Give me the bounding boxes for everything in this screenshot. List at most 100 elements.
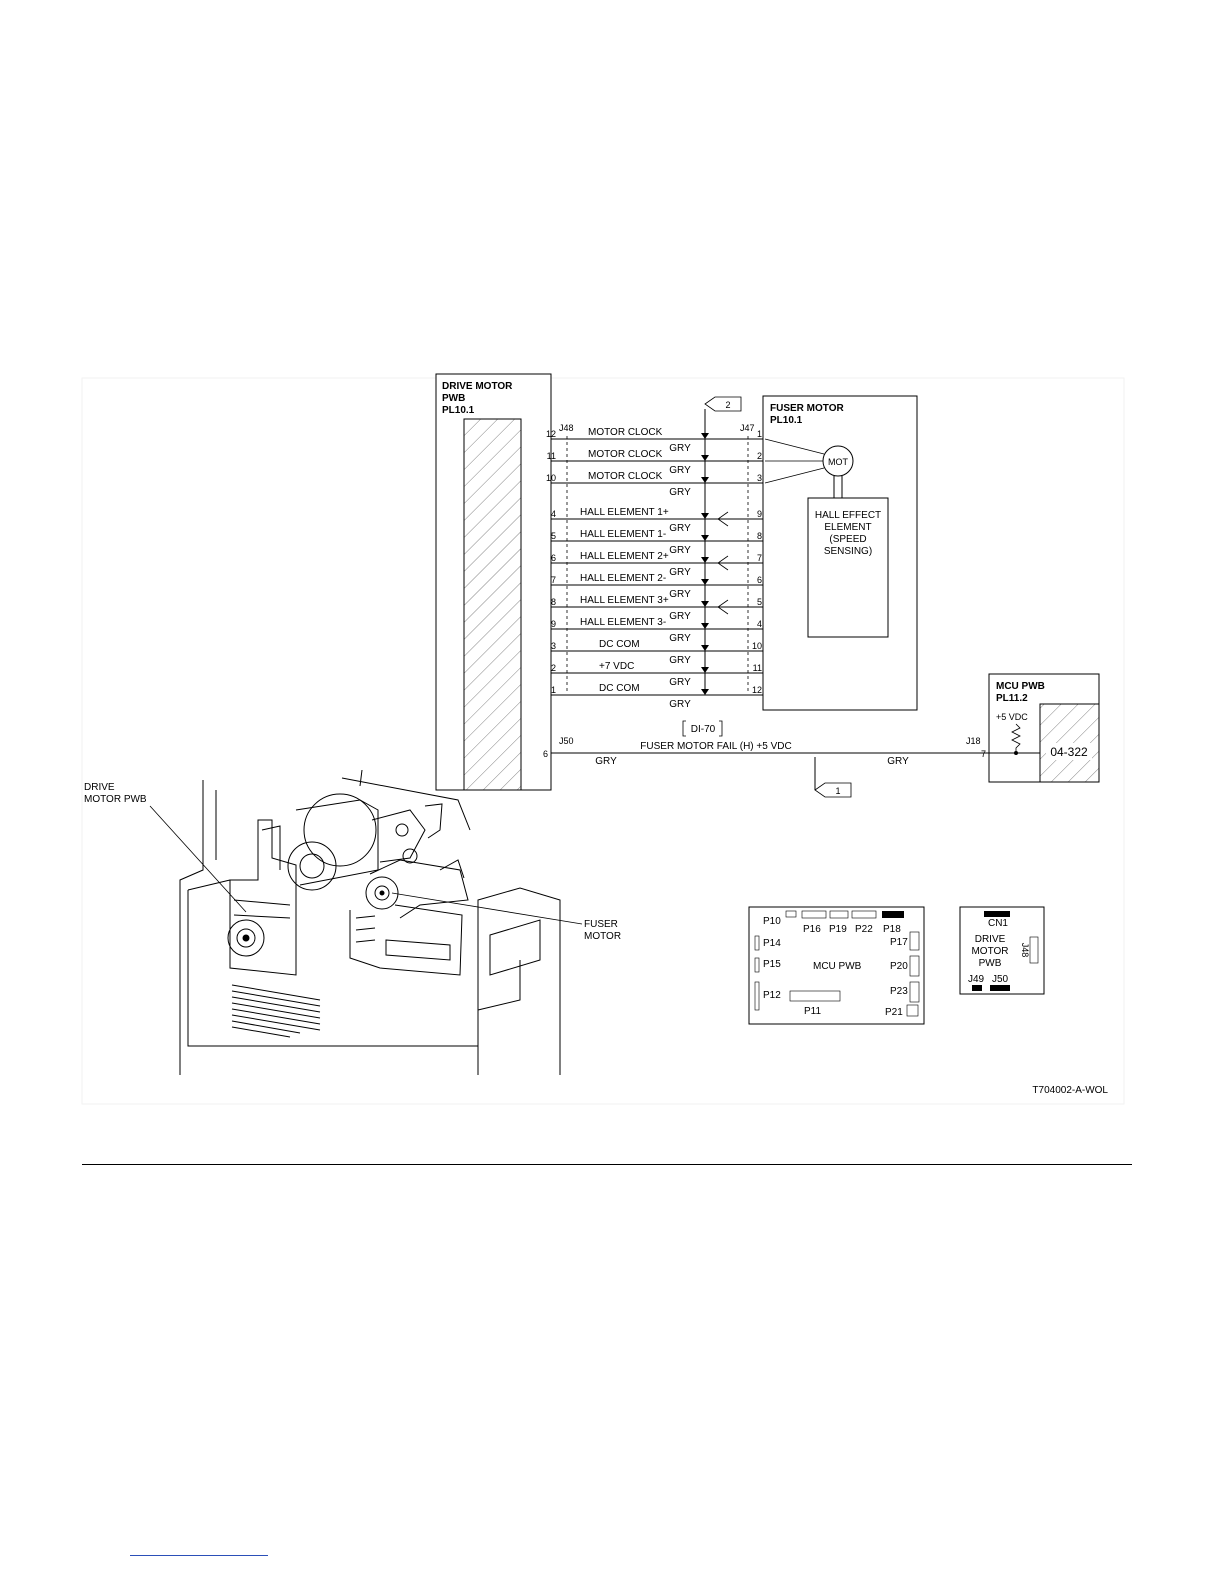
bus-arrow [701,579,709,585]
connector-j50: J50 [559,736,574,746]
di-70-label: DI-70 [691,724,716,735]
wire-left-pin: 9 [551,619,556,629]
wire-right-pin: 5 [757,597,762,607]
wire-right-pin: 11 [753,663,762,673]
fail-signal-line: 6 7 FUSER MOTOR FAIL (H) +5 VDC GRY GRY … [543,720,1040,798]
wire-signal-label: DC COM [599,639,640,650]
wire-color-label: GRY [669,589,691,600]
hall-text-2: ELEMENT [824,522,871,533]
fuser-motor-block: FUSER MOTOR PL10.1 J47 MOT HALL EFFECT E… [740,395,918,711]
footer-link-underline[interactable] [130,1555,268,1556]
bus-arrow [701,601,709,607]
wire-left-pin: 10 [546,473,556,483]
mcu-p11: P11 [804,1006,821,1017]
wire-right-pin: 8 [757,531,762,541]
drive-board-j49: J49 [968,974,985,985]
mcu-p18: P18 [883,924,901,935]
mcu-p22: P22 [855,924,873,935]
drive-board-j50: J50 [992,974,1009,985]
wire-signal-label: HALL ELEMENT 3+ [580,595,669,606]
callout-2: 2 [704,396,742,412]
wire-right-pin: 4 [757,619,762,629]
figure-id: T704002-A-WOL [1032,1085,1108,1096]
motor-label: MOT [828,457,848,467]
wire-signal-label: MOTOR CLOCK [588,471,663,482]
wire-3: 10 3 MOTOR CLOCK GRY [546,471,763,498]
bus-arrow [701,645,709,651]
hall-signal-arrow [717,555,760,571]
wire-left-pin: 4 [551,509,556,519]
mcu-p23: P23 [890,986,908,997]
wire-9: 9 4 HALL ELEMENT 3-GRY [551,617,763,644]
wire-signal-label: HALL ELEMENT 3- [580,617,666,628]
bus-arrow [701,689,709,695]
mcu-p15: P15 [763,959,781,970]
bus-arrow [701,477,709,483]
wire-left-pin: 3 [551,641,556,651]
wire-signal-label: HALL ELEMENT 1- [580,529,666,540]
wire-color-label: GRY [669,655,691,666]
callout-1-label: 1 [835,786,840,796]
connector-j48: J48 [559,423,574,433]
drive-board-diagram: CN1 DRIVE MOTOR PWB J48 J49 J50 [959,906,1045,995]
mcu-board-name: MCU PWB [813,961,862,972]
bus-arrow [701,513,709,519]
wire-signal-label: HALL ELEMENT 1+ [580,507,669,518]
wire-color-label: GRY [669,487,691,498]
fuser-title-1: FUSER MOTOR [770,403,844,414]
wire-left-pin: 1 [551,685,556,695]
drive-pwb-title-1: DRIVE MOTOR [442,381,513,392]
pullup-resistor [1011,723,1021,753]
wire-left-pin: 2 [551,663,556,673]
wire-signal-label: MOTOR CLOCK [588,449,663,460]
bus-arrow [701,557,709,563]
hall-effect-box [807,497,889,638]
mcu-p21: P21 [885,1007,903,1018]
wire-right-pin: 3 [757,473,762,483]
fail-pin-left: 6 [543,749,548,759]
wire-color-label: GRY [669,523,691,534]
drive-board-cn1: CN1 [988,918,1008,929]
fail-color-right: GRY [887,756,909,767]
mcu-title-1: MCU PWB [996,681,1045,692]
wire-signal-label: HALL ELEMENT 2- [580,573,666,584]
figure-frame [81,377,1125,1105]
wire-color-label: GRY [669,545,691,556]
wire-color-label: GRY [669,465,691,476]
mcu-p16: P16 [803,924,821,935]
connector-j47: J47 [740,423,755,433]
mcu-p19: P19 [829,924,847,935]
bus-arrow [701,455,709,461]
wire-signal-label: DC COM [599,683,640,694]
drive-board-name-2: MOTOR [971,946,1008,957]
bus-arrow [701,667,709,673]
bus-arrow [701,433,709,439]
wire-color-label: GRY [669,633,691,644]
callout-2-label: 2 [725,400,730,410]
wire-left-pin: 8 [551,597,556,607]
drive-motor-pwb-block: DRIVE MOTOR PWB PL10.1 J48 J50 [435,373,574,791]
wire-right-pin: 12 [752,685,762,695]
page-rule [82,1164,1132,1165]
wire-12: 1 12 DC COM GRY [551,683,763,710]
wire-right-pin: 10 [752,641,762,651]
wire-right-pin: 6 [757,575,762,585]
hall-text-3: (SPEED [829,534,866,545]
fuser-motor-callout-2: MOTOR [584,931,621,942]
wire-10: 3 10 DC COM GRY [551,639,763,666]
mcu-voltage: +5 VDC [996,712,1028,722]
wire-signal-label: HALL ELEMENT 2+ [580,551,669,562]
mcu-board-diagram: P10 P16 P19 P22 P18 P17 P14 P15 MCU PWB … [748,906,925,1025]
fail-pin-right: 7 [981,749,986,759]
wire-color-label: GRY [669,699,691,710]
mcu-p10: P10 [763,916,781,927]
mcu-pwb-block: 04-322 MCU PWB PL11.2 +5 VDC J18 [966,673,1100,783]
connector-j18: J18 [966,736,981,746]
wire-signal-label: MOTOR CLOCK [588,427,663,438]
wire-left-pin: 7 [551,575,556,585]
